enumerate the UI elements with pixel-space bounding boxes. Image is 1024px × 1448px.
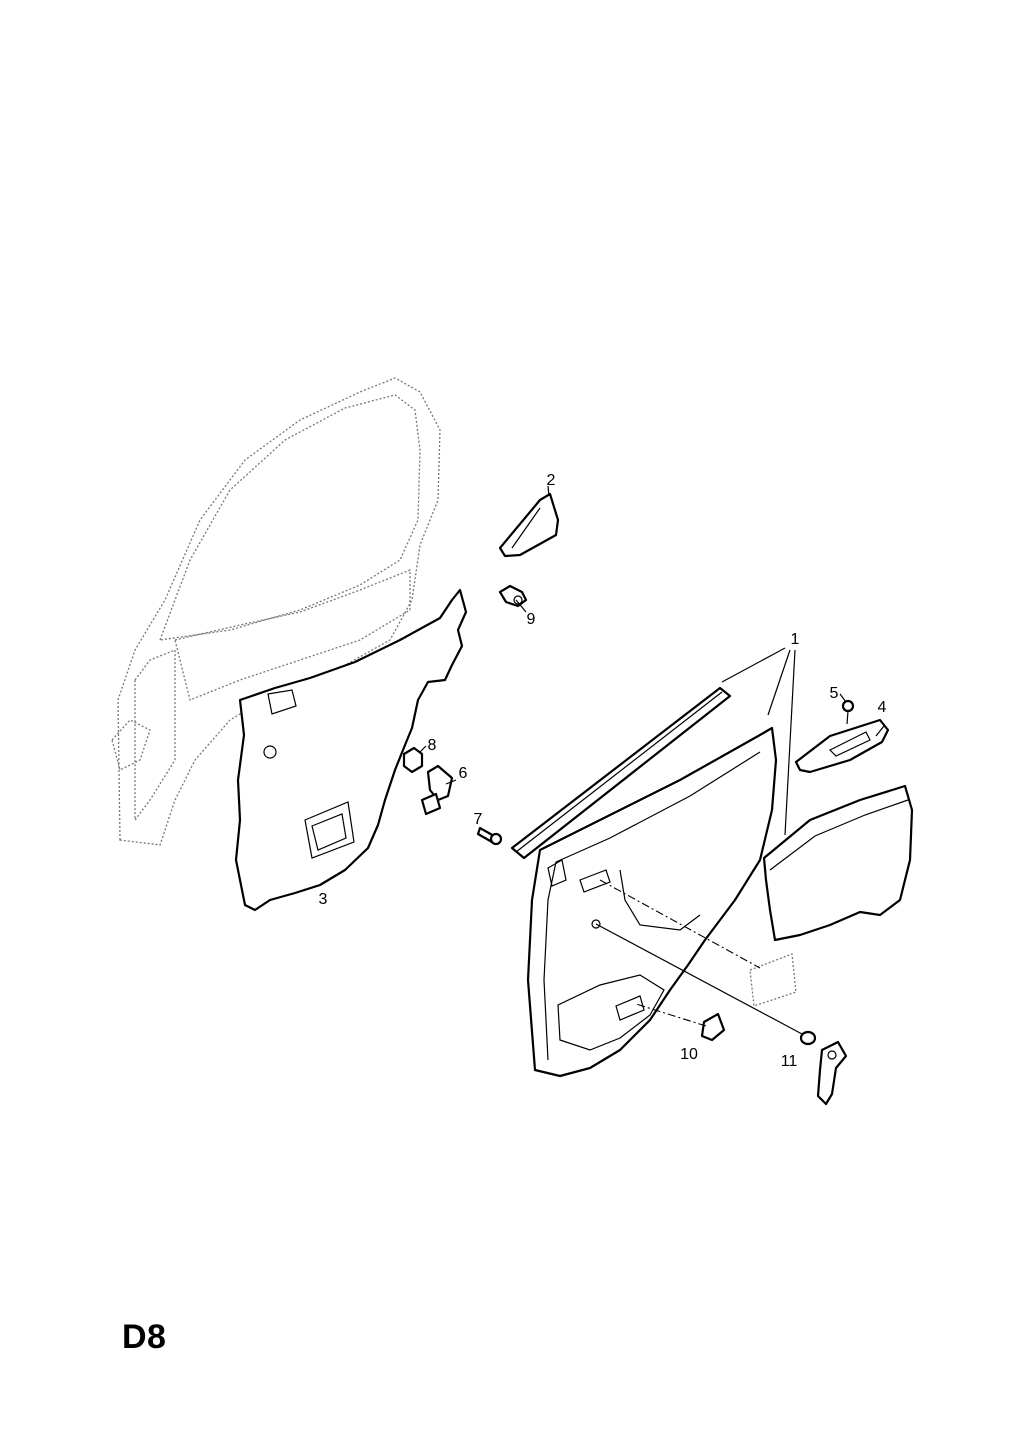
- page-code: D8: [122, 1318, 167, 1356]
- map-pocket: [762, 784, 914, 942]
- callout-10: 10: [680, 1046, 698, 1063]
- armrest-screw: [841, 699, 855, 725]
- callout-1: 1: [791, 631, 800, 648]
- callout-4: 4: [878, 699, 887, 716]
- water-shield-foil: [234, 588, 468, 912]
- window-weatherstrip: [510, 686, 732, 860]
- window-crank-handle: [816, 1040, 848, 1106]
- cover-cap: [700, 1012, 726, 1042]
- mounting-bracket: [420, 764, 454, 816]
- callout-5: 5: [830, 685, 839, 702]
- callout-2: 2: [547, 472, 556, 489]
- trim-clip: [498, 584, 528, 608]
- window-corner-trim: [498, 492, 560, 558]
- leader-lines: [419, 485, 885, 1035]
- switch-bezel: [749, 953, 797, 1007]
- callout-9: 9: [527, 611, 536, 628]
- callout-6: 6: [459, 765, 468, 782]
- callout-3: 3: [319, 891, 328, 908]
- door-shell-outline: [111, 377, 441, 846]
- door-trim-panel: [526, 726, 778, 1078]
- window-crank-ring: [799, 1030, 817, 1046]
- callout-8: 8: [428, 737, 437, 754]
- callout-7: 7: [474, 811, 483, 828]
- callout-labels: 1 2 3 4 5 6 7 8 9 10 11: [319, 472, 887, 1070]
- retaining-nut: [402, 746, 424, 774]
- armrest-handle: [794, 718, 890, 774]
- callout-11: 11: [781, 1053, 798, 1070]
- trim-screw: [476, 826, 503, 846]
